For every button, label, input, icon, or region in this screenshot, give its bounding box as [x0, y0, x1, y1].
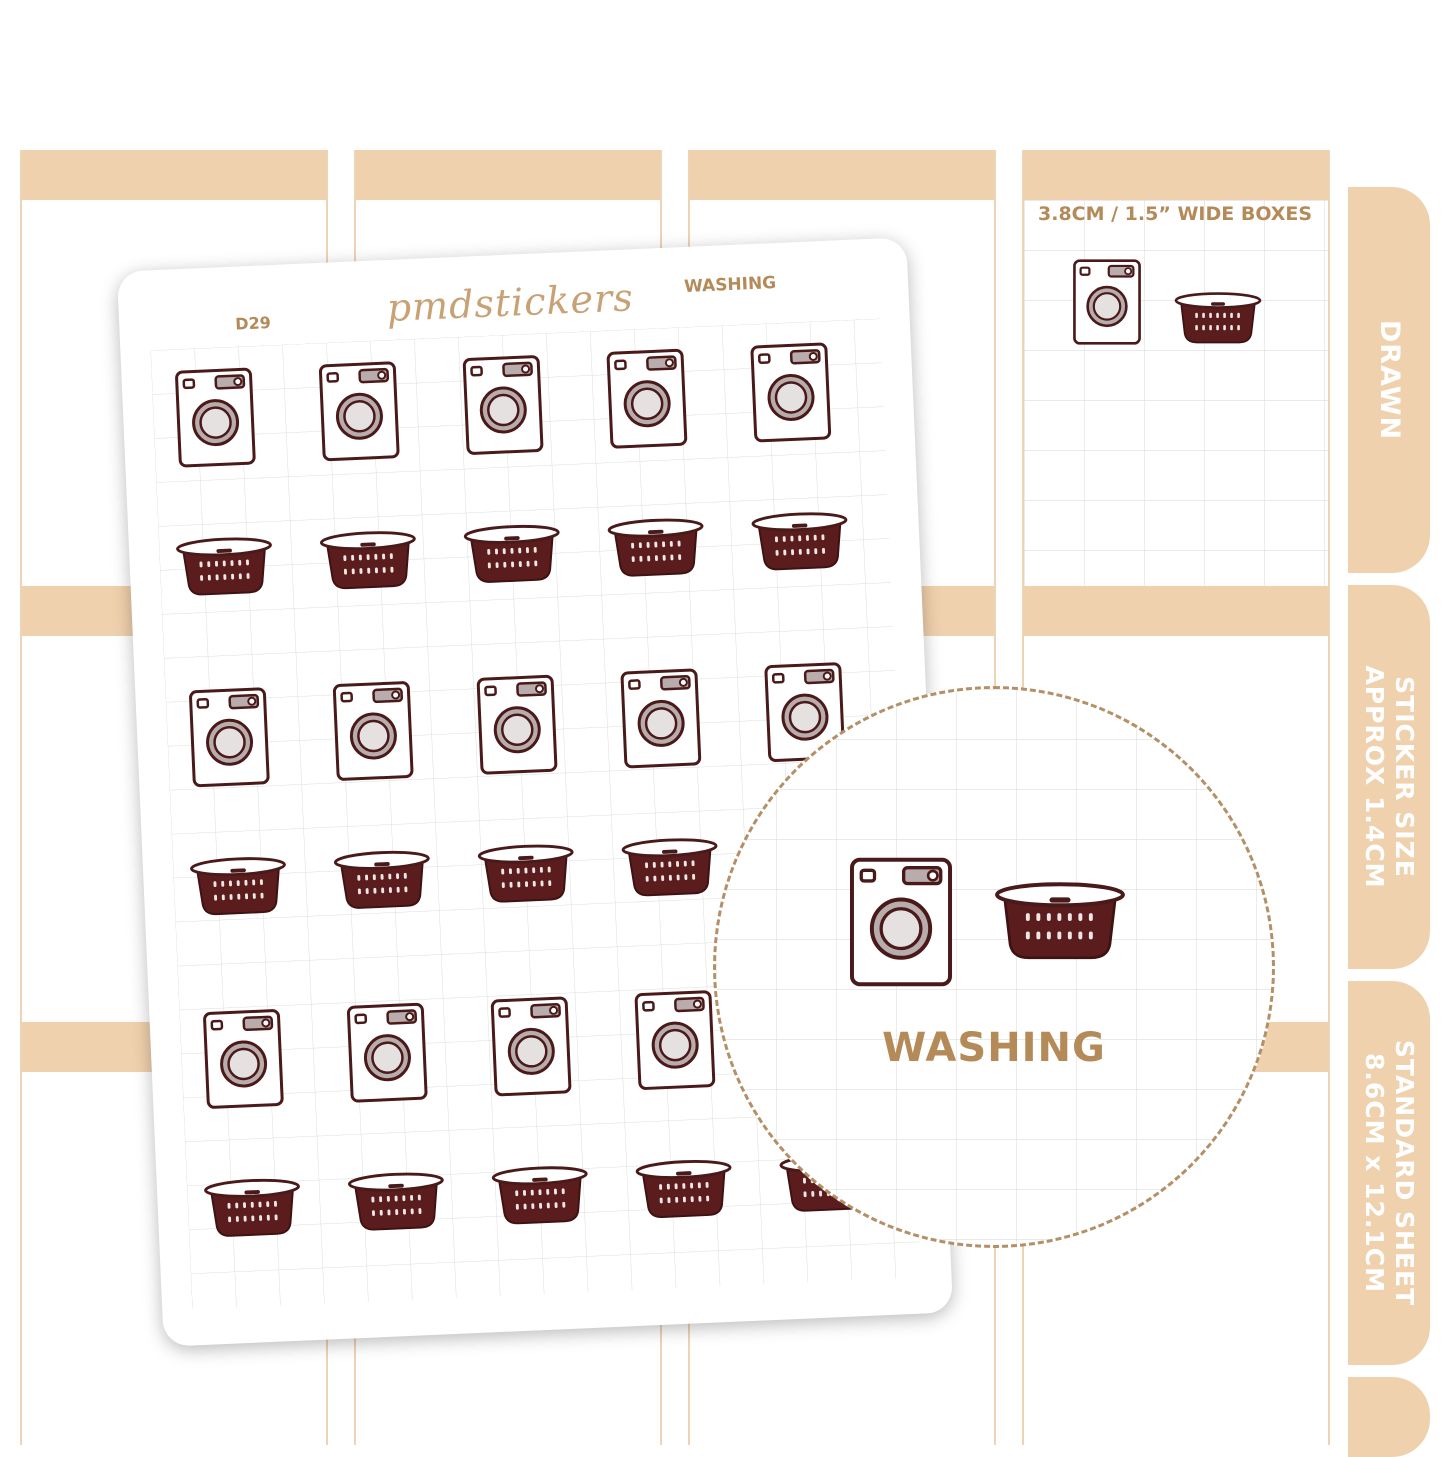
- brand-logo: pmdstickers: [385, 275, 635, 330]
- row-divider-band: [1024, 586, 1328, 636]
- laundry-basket-icon: [462, 521, 563, 587]
- washing-machine-icon: [201, 1007, 285, 1110]
- tab-standard-sheet[interactable]: STANDARD SHEET 8.6CM x 12.1CM: [1348, 981, 1430, 1365]
- column-header-band: [1024, 150, 1328, 200]
- laundry-basket-icon: [175, 533, 276, 599]
- laundry-basket-icon: [318, 527, 419, 593]
- washing-machine-icon: [749, 341, 833, 444]
- tab-drawn[interactable]: DRAWN: [1348, 187, 1430, 573]
- washing-machine-icon: [619, 667, 703, 770]
- laundry-basket-icon: [750, 508, 851, 574]
- washing-machine-icon: [475, 673, 559, 776]
- magnifier-title: WASHING: [882, 1025, 1106, 1071]
- laundry-basket-icon: [994, 879, 1126, 963]
- washing-machine-icon: [173, 366, 257, 469]
- laundry-basket-icon: [476, 840, 577, 906]
- laundry-basket-icon: [490, 1162, 591, 1228]
- washing-machine-icon: [461, 353, 545, 456]
- tab-sticker-size[interactable]: STICKER SIZE APPROX 1.4CM: [1348, 585, 1430, 969]
- wide-box-grid: [1024, 200, 1328, 586]
- tab-label: DRAWN: [1374, 319, 1405, 441]
- tab-extra[interactable]: [1348, 1377, 1430, 1457]
- column-header-band: [22, 150, 326, 200]
- laundry-basket-icon: [1173, 290, 1263, 346]
- sheet-title: WASHING: [683, 273, 777, 298]
- wide-boxes-label: 3.8CM / 1.5” WIDE BOXES: [1038, 203, 1313, 225]
- washing-machine-icon: [848, 855, 954, 989]
- laundry-basket-icon: [332, 847, 433, 913]
- washing-machine-icon: [187, 686, 271, 789]
- washing-machine-icon: [317, 360, 401, 463]
- washing-machine-icon: [1071, 258, 1143, 346]
- washing-machine-icon: [605, 347, 689, 450]
- laundry-basket-icon: [620, 834, 721, 900]
- laundry-basket-icon: [606, 514, 707, 580]
- column-header-band: [690, 150, 994, 200]
- washing-machine-icon: [633, 988, 717, 1091]
- laundry-basket-icon: [203, 1175, 304, 1241]
- washing-machine-icon: [345, 1001, 429, 1104]
- laundry-basket-icon: [346, 1168, 447, 1234]
- column-header-band: [356, 150, 660, 200]
- magnifier-preview: WASHING: [713, 686, 1275, 1248]
- tab-label: STANDARD SHEET 8.6CM x 12.1CM: [1360, 1039, 1419, 1307]
- laundry-basket-icon: [189, 853, 290, 919]
- tab-label: STICKER SIZE APPROX 1.4CM: [1360, 665, 1419, 889]
- sheet-code: D29: [234, 313, 272, 334]
- washing-machine-icon: [331, 679, 415, 782]
- magnifier-grid: [716, 689, 1272, 1245]
- washing-machine-icon: [489, 995, 573, 1098]
